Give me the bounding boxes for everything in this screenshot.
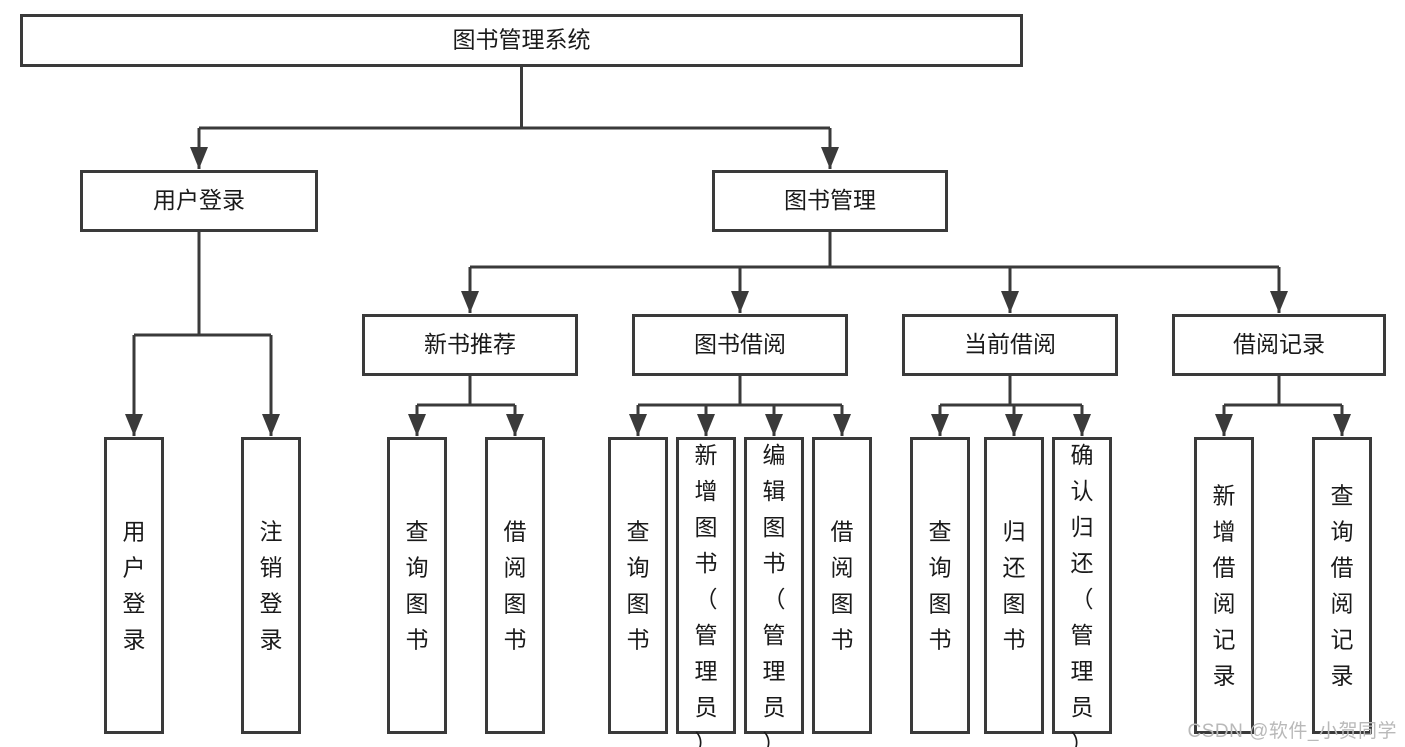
arrow-head — [1073, 414, 1091, 436]
node-book-manage[interactable]: 图书管理 — [712, 170, 948, 232]
arrow-head — [461, 291, 479, 313]
node-label-vertical: 新增图书（管理员） — [695, 442, 718, 747]
node-label-vertical: 查询图书 — [627, 519, 650, 653]
node-label: 新书推荐 — [424, 331, 516, 357]
node-label-vertical: 查询借阅记录 — [1331, 483, 1354, 689]
node-label-vertical: 归还图书 — [1003, 519, 1026, 653]
node-label-vertical: 编辑图书（管理员） — [763, 442, 786, 747]
node-box — [241, 437, 301, 734]
node-label: 图书管理系统 — [453, 27, 591, 53]
node-label-vertical: 注销登录 — [260, 519, 283, 653]
node-box — [1172, 314, 1386, 376]
arrow-head — [408, 414, 426, 436]
node-box — [608, 437, 668, 734]
arrow-head — [506, 414, 524, 436]
node-layer: 图书管理系统用户登录图书管理新书推荐图书借阅当前借阅借阅记录用户登录注销登录查询… — [20, 14, 1386, 747]
arrow-head — [833, 414, 851, 436]
node-label-vertical: 借阅图书 — [504, 519, 527, 653]
node-box — [984, 437, 1044, 734]
arrow-head — [931, 414, 949, 436]
node-label-vertical: 借阅图书 — [831, 519, 854, 653]
node-box — [362, 314, 578, 376]
node-leaf-borrow-book-2[interactable]: 借阅图书 — [812, 437, 872, 734]
node-label: 图书管理 — [784, 187, 876, 213]
node-box — [1312, 437, 1372, 734]
arrow-head — [1270, 291, 1288, 313]
arrow-head — [821, 147, 839, 169]
node-label-vertical: 查询图书 — [406, 519, 429, 653]
node-leaf-borrow-book-1[interactable]: 借阅图书 — [485, 437, 545, 734]
arrow-head — [1005, 414, 1023, 436]
node-box — [80, 170, 318, 232]
node-box — [712, 170, 948, 232]
arrow-head — [262, 414, 280, 436]
node-leaf-query-book-2[interactable]: 查询图书 — [608, 437, 668, 734]
node-leaf-query-record[interactable]: 查询借阅记录 — [1312, 437, 1372, 734]
node-leaf-edit-book[interactable]: 编辑图书（管理员） — [744, 437, 804, 747]
node-box — [387, 437, 447, 734]
node-box — [910, 437, 970, 734]
node-leaf-add-book[interactable]: 新增图书（管理员） — [676, 437, 736, 747]
node-box — [632, 314, 848, 376]
node-leaf-return-book[interactable]: 归还图书 — [984, 437, 1044, 734]
node-box — [902, 314, 1118, 376]
node-new-book-rec[interactable]: 新书推荐 — [362, 314, 578, 376]
arrow-head — [125, 414, 143, 436]
node-current-borrow[interactable]: 当前借阅 — [902, 314, 1118, 376]
node-box — [676, 437, 736, 734]
node-box — [744, 437, 804, 734]
arrow-head — [1001, 291, 1019, 313]
node-root[interactable]: 图书管理系统 — [20, 14, 1023, 67]
node-box — [812, 437, 872, 734]
node-label: 用户登录 — [153, 187, 245, 213]
node-box — [20, 14, 1023, 67]
arrow-head — [765, 414, 783, 436]
node-book-borrow[interactable]: 图书借阅 — [632, 314, 848, 376]
arrow-head — [1215, 414, 1233, 436]
node-borrow-record[interactable]: 借阅记录 — [1172, 314, 1386, 376]
node-label: 图书借阅 — [694, 331, 786, 357]
node-leaf-add-record[interactable]: 新增借阅记录 — [1194, 437, 1254, 734]
node-box — [1052, 437, 1112, 734]
node-leaf-user-login[interactable]: 用户登录 — [104, 437, 164, 734]
node-label-vertical: 确认归还（管理员） — [1071, 442, 1094, 747]
node-label-vertical: 用户登录 — [123, 519, 146, 653]
node-user-login[interactable]: 用户登录 — [80, 170, 318, 232]
node-leaf-query-book-3[interactable]: 查询图书 — [910, 437, 970, 734]
arrow-head — [190, 147, 208, 169]
node-label-vertical: 查询图书 — [929, 519, 952, 653]
node-leaf-confirm-return[interactable]: 确认归还（管理员） — [1052, 437, 1112, 747]
arrow-head — [697, 414, 715, 436]
node-leaf-query-book-1[interactable]: 查询图书 — [387, 437, 447, 734]
arrow-head — [731, 291, 749, 313]
node-label: 当前借阅 — [964, 331, 1056, 357]
arrow-head — [1333, 414, 1351, 436]
connector-layer — [125, 67, 1351, 436]
node-leaf-user-logout[interactable]: 注销登录 — [241, 437, 301, 734]
node-label-vertical: 新增借阅记录 — [1213, 483, 1236, 689]
arrow-head — [629, 414, 647, 436]
node-box — [104, 437, 164, 734]
node-label: 借阅记录 — [1233, 331, 1325, 357]
node-box — [1194, 437, 1254, 734]
node-box — [485, 437, 545, 734]
